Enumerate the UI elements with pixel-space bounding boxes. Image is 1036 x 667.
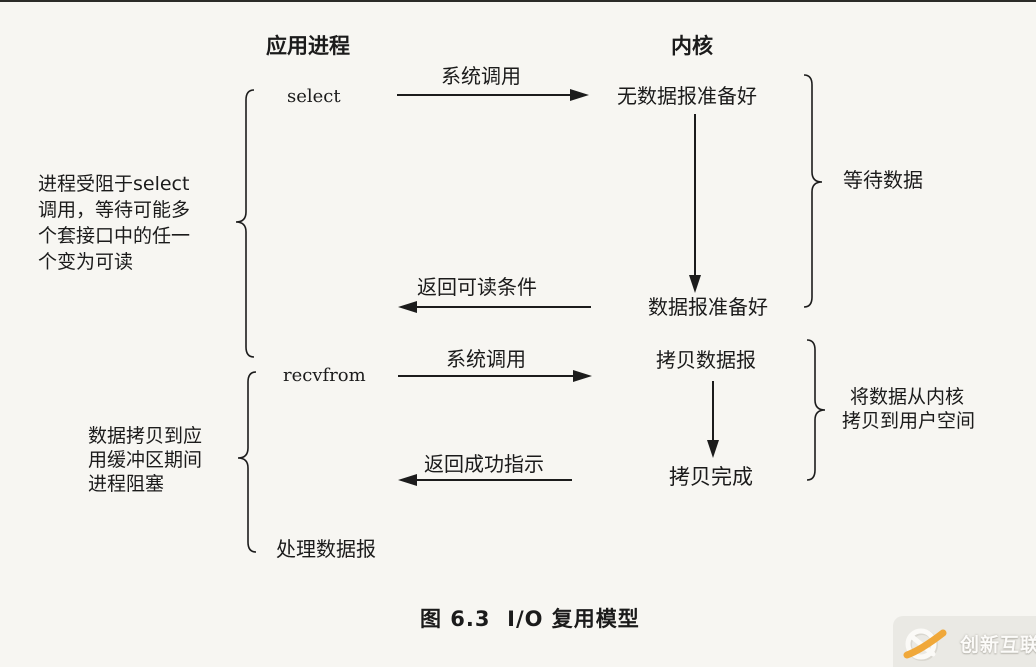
annotation-line: 数据拷贝到应 xyxy=(88,425,203,447)
node-recvfrom: recvfrom xyxy=(283,365,366,386)
annotation-copy-kernel-to-user: 将数据从内核 拷贝到用户空间 xyxy=(842,385,975,433)
left-brace-select xyxy=(235,89,255,358)
node-copy-datagram: 拷贝数据报 xyxy=(656,348,756,372)
cx-logo-ring xyxy=(905,628,937,660)
annotation-line: 进程受阻于select xyxy=(38,173,190,195)
left-brace-recvfrom xyxy=(237,371,257,553)
node-select: select xyxy=(287,86,341,107)
figure-caption: 图 6.3 I/O 复用模型 xyxy=(420,607,640,631)
right-brace-wait-data xyxy=(803,74,823,308)
node-process-datagram: 处理数据报 xyxy=(276,537,376,561)
annotation-line: 进程阻塞 xyxy=(88,473,165,495)
annotation-line: 个套接口中的任一 xyxy=(38,225,191,247)
arrowhead-left-2 xyxy=(398,474,417,486)
arrowhead-right-1 xyxy=(570,89,589,101)
top-border xyxy=(0,0,1036,2)
arrowhead-down-2 xyxy=(707,440,719,458)
annotation-line: 个变为可读 xyxy=(38,251,134,273)
node-datagram-ready: 数据报准备好 xyxy=(648,295,768,319)
arrowhead-left-1 xyxy=(398,301,417,313)
arrowhead-right-2 xyxy=(573,370,592,382)
annotation-wait-data: 等待数据 xyxy=(843,168,923,192)
watermark-brand-text: 创新互联 xyxy=(960,634,1036,656)
annotation-line: 调用，等待可能多 xyxy=(38,199,191,221)
annotation-line: 拷贝到用户空间 xyxy=(842,410,976,432)
arrow-label-return-readable: 返回可读条件 xyxy=(417,275,537,299)
header-application-process: 应用进程 xyxy=(266,34,350,58)
arrow-label-syscall-2: 系统调用 xyxy=(446,347,526,371)
arrowhead-down-1 xyxy=(689,275,701,293)
annotation-line: 用缓冲区期间 xyxy=(88,449,203,471)
node-copy-complete: 拷贝完成 xyxy=(669,465,753,489)
arrow-label-return-success: 返回成功指示 xyxy=(424,452,544,476)
annotation-blocked-during-copy: 数据拷贝到应 用缓冲区期间 进程阻塞 xyxy=(88,424,202,496)
header-kernel: 内核 xyxy=(671,34,713,58)
right-brace-copy-data xyxy=(806,339,826,481)
annotation-line: 将数据从内核 xyxy=(850,386,965,408)
arrow-heads xyxy=(398,89,719,486)
annotation-blocked-in-select: 进程受阻于select 调用，等待可能多 个套接口中的任一 个变为可读 xyxy=(38,171,190,275)
arrow-label-syscall-1: 系统调用 xyxy=(441,64,521,88)
cx-logo-icon xyxy=(903,628,947,661)
braces xyxy=(235,74,826,553)
cx-logo-swoosh xyxy=(903,629,947,659)
arrow-lines xyxy=(397,94,714,481)
node-no-datagram-ready: 无数据报准备好 xyxy=(617,84,757,108)
